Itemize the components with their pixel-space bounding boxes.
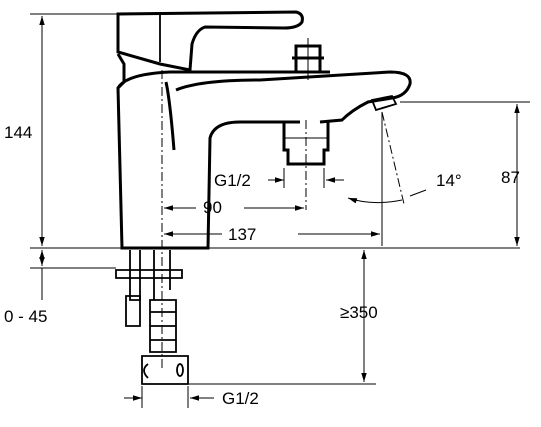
supply-assembly bbox=[30, 247, 520, 385]
dim-deck-thickness: 0 - 45 bbox=[4, 307, 47, 326]
dim-min-hose-length: ≥350 bbox=[340, 303, 378, 322]
dimension-lines bbox=[30, 13, 530, 408]
spout bbox=[164, 70, 412, 151]
lever-handle bbox=[116, 10, 304, 72]
dim-spout-reach: 137 bbox=[228, 225, 256, 244]
faucet-outline bbox=[116, 10, 412, 370]
hose-nut bbox=[141, 355, 189, 385]
dim-thread-bottom: G1/2 bbox=[222, 389, 259, 408]
shower-outlet bbox=[282, 122, 330, 166]
threaded-rod bbox=[129, 250, 171, 301]
dim-thread-top: G1/2 bbox=[214, 171, 251, 190]
mounting-nut bbox=[115, 269, 183, 279]
supply-hose bbox=[125, 295, 177, 353]
dim-center-distance: 90 bbox=[203, 198, 222, 217]
dim-spout-height: 87 bbox=[501, 168, 520, 187]
dim-overall-height: 144 bbox=[4, 123, 32, 142]
dim-spout-angle: 14° bbox=[436, 171, 462, 190]
